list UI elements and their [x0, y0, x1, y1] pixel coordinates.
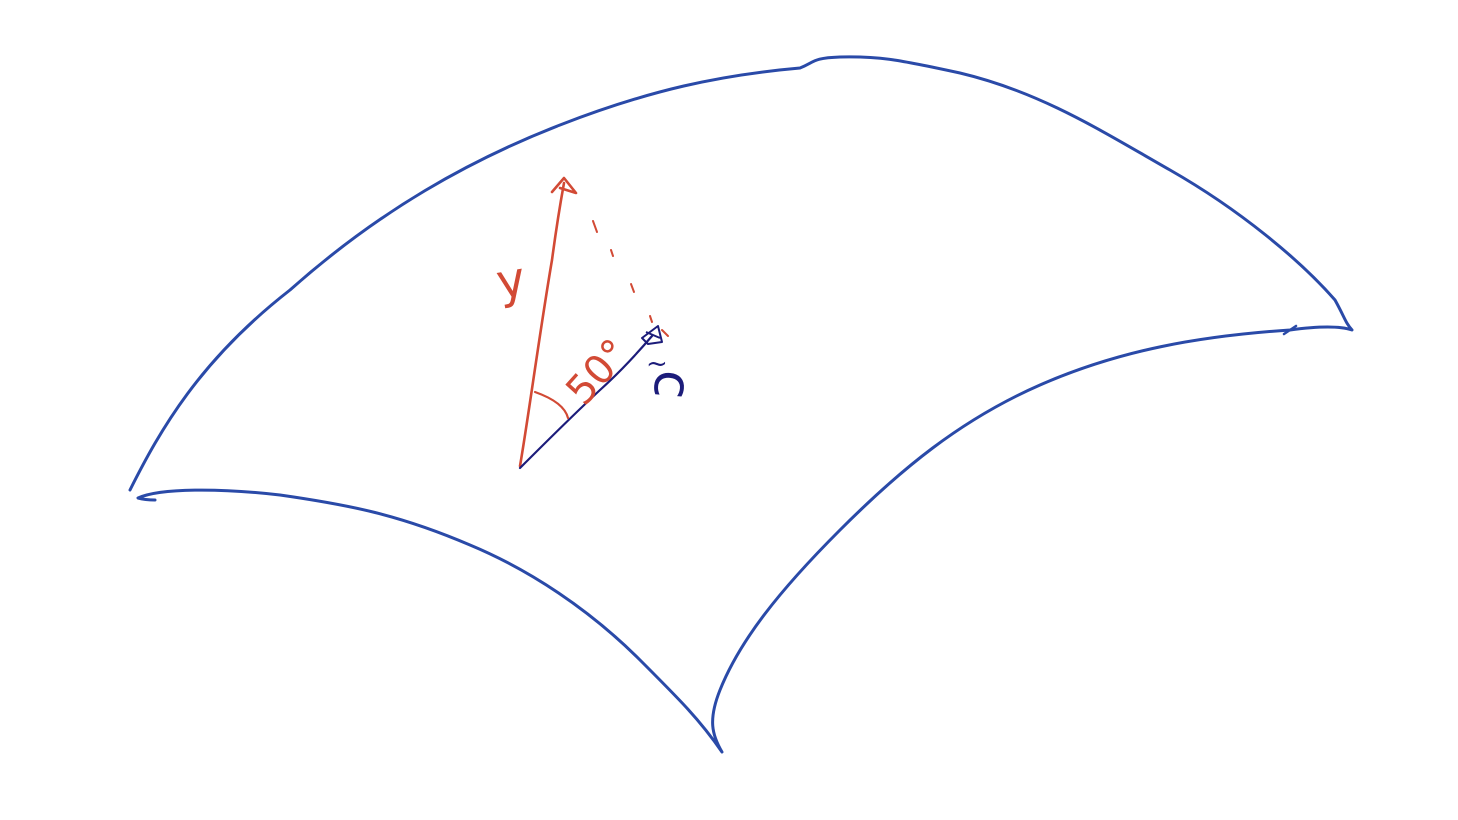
surface-outline [128, 55, 1354, 754]
vector-c-tilde: ~ [646, 349, 668, 379]
projection-dashes [592, 220, 669, 337]
vector-y-arrowhead [550, 176, 578, 195]
angle-label: 50° [557, 331, 639, 414]
vector-c-arrowhead [641, 325, 663, 345]
vector-c-label: c [641, 368, 703, 402]
angle-arc [533, 390, 570, 420]
vector-c-shaft [518, 334, 654, 470]
vector-y-label: y [492, 251, 530, 311]
vector-y-shaft [518, 181, 566, 468]
surface-outline-tip-right [1282, 324, 1298, 336]
